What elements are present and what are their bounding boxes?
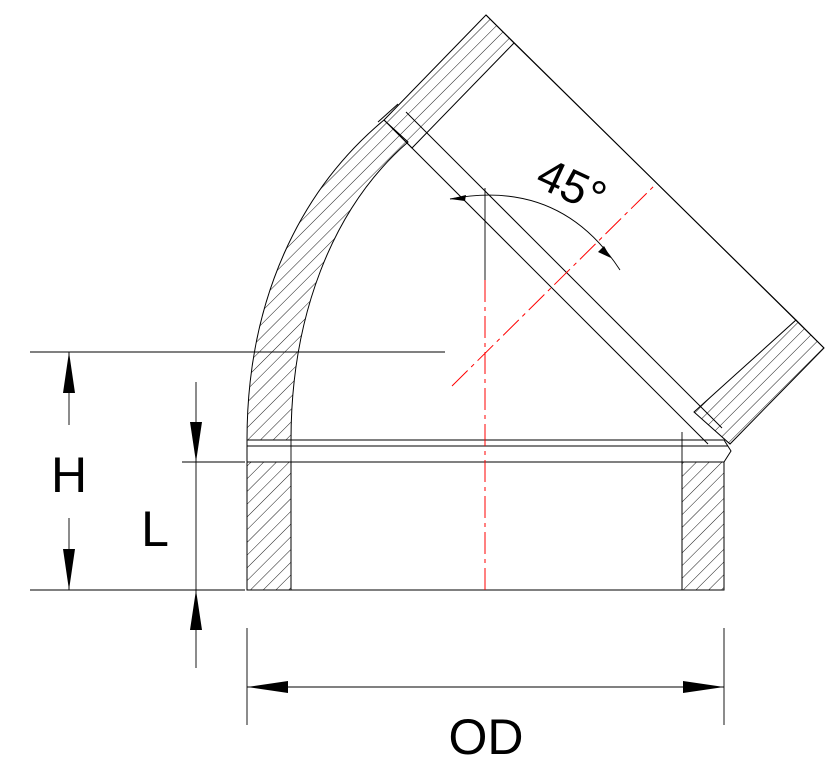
right-socket-wall	[681, 461, 725, 591]
angled-socket-end-bottom	[693, 319, 825, 445]
left-socket-wall	[246, 461, 292, 591]
angled-centerline	[451, 183, 657, 387]
od-arrow-left	[247, 681, 288, 693]
height-label: H	[51, 447, 87, 503]
angle-dimension: 45°	[449, 147, 621, 271]
od-arrow-right	[683, 681, 724, 693]
od-label: OD	[449, 709, 524, 765]
height-arrow-top	[63, 352, 75, 393]
length-dimension: L	[141, 382, 245, 668]
angled-socket-end-top	[383, 14, 515, 149]
length-arrow-bottom	[190, 590, 202, 630]
angle-label: 45°	[529, 147, 614, 224]
curved-wall	[246, 119, 409, 441]
length-label: L	[141, 501, 169, 557]
centerlines	[451, 183, 657, 590]
od-dimension: OD	[246, 628, 725, 765]
angled-socket	[383, 14, 825, 445]
bottom-socket	[246, 432, 732, 591]
height-dimension: H	[30, 351, 445, 591]
length-arrow-top	[190, 422, 202, 462]
height-arrow-bottom	[63, 549, 75, 590]
